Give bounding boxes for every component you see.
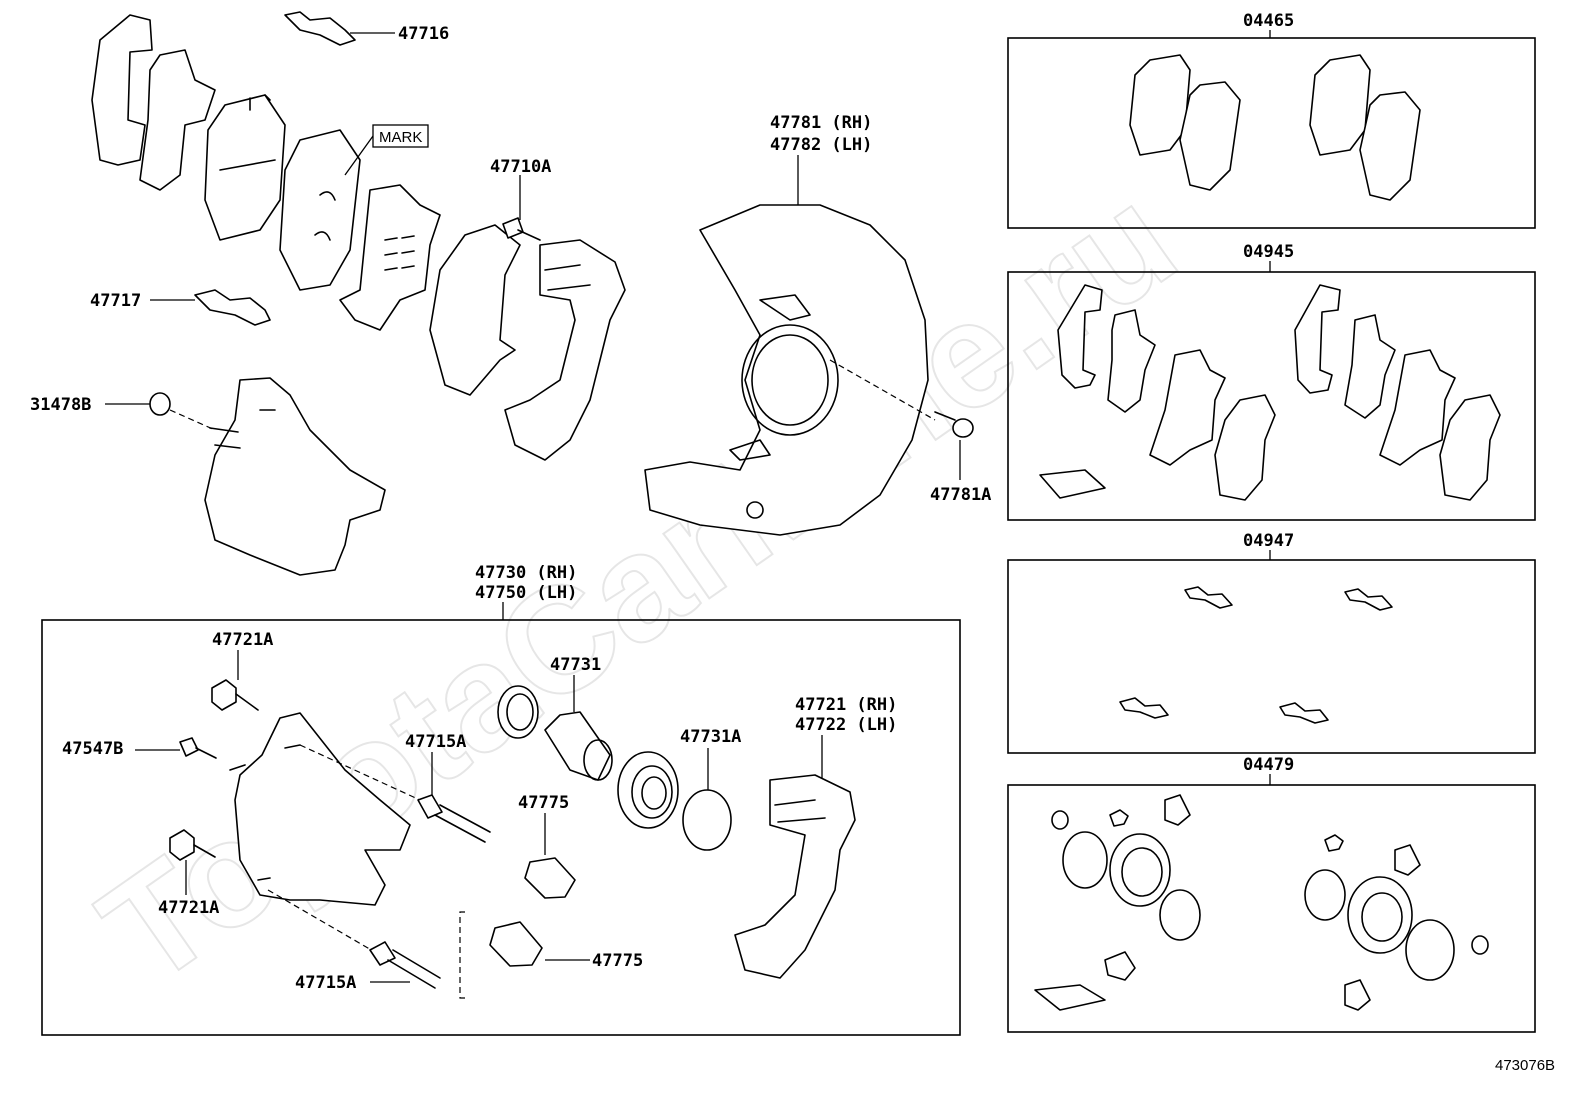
cylinder-body <box>229 712 411 906</box>
caliper-mounting-bracket-bottom <box>734 774 856 979</box>
caliper-assembly-frame <box>41 619 961 1036</box>
figure-code: 473076B <box>1495 1057 1555 1074</box>
bolt-47710A <box>502 217 541 241</box>
label-47782-lh: 47782 (LH) <box>770 135 872 155</box>
pad-support-plate-2 <box>429 224 521 396</box>
disc-brake-caliper-assembly <box>204 377 386 576</box>
kit-frame-04945 <box>1007 271 1536 521</box>
kit-frame-04465 <box>1007 37 1536 229</box>
label-47775-bottom: 47775 <box>592 951 643 971</box>
slide-pin-47715A-mid <box>417 794 491 843</box>
label-47710A: 47710A <box>490 157 551 177</box>
label-47721A-top: 47721A <box>212 630 273 650</box>
kit-label-04945: 04945 <box>1243 242 1294 262</box>
label-47716: 47716 <box>398 24 449 44</box>
label-47775-top: 47775 <box>518 793 569 813</box>
label-47781-rh: 47781 (RH) <box>770 113 872 133</box>
slide-bushing-47775-top <box>524 857 576 899</box>
anti-squeal-shim-outer <box>91 14 153 166</box>
label-47715A-mid: 47715A <box>405 732 466 752</box>
kit-04465-pad-set-1 <box>1129 54 1241 191</box>
label-47722-lh: 47722 (LH) <box>795 715 897 735</box>
kit-04465-pad-set-2 <box>1309 54 1421 201</box>
label-47721A-bottom: 47721A <box>158 898 219 918</box>
cylinder-bleeder-cap <box>149 392 171 416</box>
label-47721-rh: 47721 (RH) <box>795 695 897 715</box>
kit-frame-04479 <box>1007 784 1536 1033</box>
kit-label-04465: 04465 <box>1243 11 1294 31</box>
kit-frame-04947 <box>1007 559 1536 754</box>
anti-squeal-shim-inner <box>139 49 216 191</box>
bolt-47781A <box>934 411 974 438</box>
watermark: ToyotaCarMine.ru <box>72 154 1204 1017</box>
kit-label-04479: 04479 <box>1243 755 1294 775</box>
label-47715A-bottom: 47715A <box>295 973 356 993</box>
mark-label: MARK <box>379 129 422 146</box>
disc-brake-pad-inner <box>279 129 361 291</box>
disc-brake-dust-cover <box>644 204 929 536</box>
pad-wear-indicator-clip-top <box>284 11 356 46</box>
disc-brake-pad-outer <box>204 94 286 241</box>
pad-wear-indicator-clip-bottom <box>194 289 271 326</box>
slide-bushing-47775-bottom <box>489 921 543 967</box>
label-47731: 47731 <box>550 655 601 675</box>
kit-label-04947: 04947 <box>1243 531 1294 551</box>
kit-04479-seal-set-1 <box>1034 794 1201 1011</box>
kit-04947-clips <box>1119 586 1393 724</box>
kit-04945-shim-set-2 <box>1294 284 1501 501</box>
label-47730-rh: 47730 (RH) <box>475 563 577 583</box>
bleeder-plug-47721A-bottom <box>169 829 216 861</box>
slide-pin-47715A-bottom <box>369 941 441 989</box>
label-47750-lh: 47750 (LH) <box>475 583 577 603</box>
label-47731A: 47731A <box>680 727 741 747</box>
label-31478B: 31478B <box>30 395 91 415</box>
bleeder-screw-47547B <box>179 737 217 759</box>
kit-04479-seal-set-2 <box>1304 834 1489 1011</box>
kit-04945-shim-set-1 <box>1039 284 1276 501</box>
label-47547B: 47547B <box>62 739 123 759</box>
bleeder-plug-47721A-top <box>211 679 259 711</box>
label-47717: 47717 <box>90 291 141 311</box>
caliper-mounting-bracket-top <box>504 239 626 461</box>
pad-support-plate-1 <box>339 184 441 331</box>
cylinder-piston <box>544 711 613 781</box>
cylinder-boot <box>617 751 679 829</box>
piston-seal-ring <box>497 685 539 739</box>
label-47781A: 47781A <box>930 485 991 505</box>
piston-seal-47731A <box>682 789 732 851</box>
